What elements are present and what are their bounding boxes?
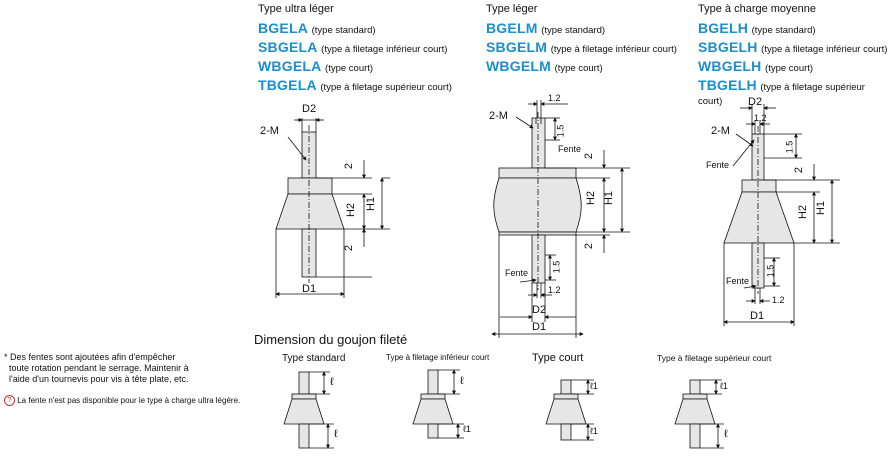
top-stud <box>531 117 546 169</box>
note-no-slot: ? La fente n'est pas disponible pour le … <box>4 395 240 407</box>
rubber-body <box>493 177 582 233</box>
bottom-stud <box>531 234 546 284</box>
label-2: 2 <box>583 152 596 160</box>
label-1-2: 1.2 <box>772 295 785 305</box>
label-2: 2 <box>793 166 806 174</box>
code-entry: SBGELA (type à filetage inférieur court) <box>258 39 448 55</box>
rubber-body <box>275 193 345 230</box>
code-entry: TBGELH (type à filetage supérieur <box>698 77 865 93</box>
code-entry: TBGELA (type à filetage supérieur court) <box>258 77 452 93</box>
note-slots: * Des fentes sont ajoutées afin d'empêch… <box>4 352 189 384</box>
label-1-2: 1.2 <box>754 113 767 123</box>
label-d2: D2 <box>748 96 763 108</box>
label-d2: D2 <box>302 103 317 115</box>
stud-type-standard: Type standard <box>282 353 346 364</box>
code-entry: WBGELH (type court) <box>698 58 814 74</box>
info-icon: ? <box>4 395 15 407</box>
label-l: ℓ <box>724 428 728 440</box>
stud-short-bottom <box>412 369 464 439</box>
label-1-5: 1.5 <box>765 264 776 278</box>
label-d1: D1 <box>750 310 765 322</box>
label-2m: 2-M <box>260 125 279 137</box>
label-h1: H1 <box>815 200 828 216</box>
label-1-5: 1.5 <box>551 260 562 274</box>
stud-short-top <box>674 379 724 449</box>
label-1-5: 1.5 <box>555 124 566 138</box>
label-l1: ℓ1 <box>590 381 598 391</box>
top-washer <box>287 177 333 195</box>
label-1-5: 1.5 <box>784 140 795 154</box>
label-fente: Fente <box>726 276 750 286</box>
drawing-ultra-light <box>275 118 390 298</box>
code-entry: SBGELH (type à filetage inférieur court) <box>698 39 888 55</box>
label-l1: ℓ1 <box>720 381 728 391</box>
label-d1: D1 <box>302 283 317 295</box>
code-entry-continuation: court) <box>698 96 723 107</box>
label-2: 2 <box>343 244 356 252</box>
label-h2: H2 <box>585 190 598 206</box>
label-2m: 2-M <box>489 110 508 122</box>
stud-short <box>545 379 594 441</box>
drawing-medium <box>723 104 840 326</box>
label-h2: H2 <box>797 204 810 220</box>
label-h1: H1 <box>603 190 616 206</box>
code-entry: BGELM (type standard) <box>486 20 606 36</box>
label-1-2: 1.2 <box>548 285 561 295</box>
stud-section-title: Dimension du goujon fileté <box>254 332 408 347</box>
label-l1: ℓ1 <box>590 426 598 436</box>
label-fente: Fente <box>706 160 730 170</box>
code-entry: BGELA (type standard) <box>258 20 376 36</box>
label-h2: H2 <box>345 202 358 218</box>
stud-type-short-top: Type à filetage supérieur court <box>657 353 772 363</box>
label-d1: D1 <box>532 321 547 333</box>
label-l: ℓ <box>460 375 464 387</box>
label-2m: 2-M <box>711 125 730 137</box>
code-list-medium: BGELH (type standard) SBGELH (type à fil… <box>698 20 887 107</box>
top-washer <box>498 167 577 179</box>
code-entry: BGELH (type standard) <box>698 20 816 36</box>
code-entry: SBGELM (type à filetage inférieur court) <box>486 39 677 55</box>
code-list-ultra-light: BGELA (type standard) SBGELA (type à fil… <box>258 20 452 96</box>
drawing-light <box>491 100 630 338</box>
label-d2: D2 <box>532 304 547 316</box>
top-washer <box>741 179 777 193</box>
stud-standard <box>283 371 334 449</box>
stud-type-short: Type court <box>532 352 584 364</box>
label-1-2: 1.2 <box>548 93 561 103</box>
column-title-ultra-light: Type ultra léger <box>258 3 334 15</box>
rubber-body <box>723 191 795 244</box>
code-list-light: BGELM (type standard) SBGELM (type à fil… <box>486 20 677 77</box>
label-l: ℓ <box>334 428 338 440</box>
code-entry: WBGELM (type court) <box>486 58 603 74</box>
label-2: 2 <box>343 162 356 170</box>
label-h1: H1 <box>365 196 378 212</box>
label-fente: Fente <box>558 144 582 154</box>
label-l: ℓ <box>330 376 334 388</box>
label-l1: ℓ1 <box>463 424 471 434</box>
label-fente: Fente <box>505 268 529 278</box>
column-title-medium: Type à charge moyenne <box>698 3 817 15</box>
label-2: 2 <box>583 242 596 250</box>
code-entry: WBGELA (type court) <box>258 58 374 74</box>
stud-type-short-bottom: Type à filetage inférieur court <box>386 353 490 362</box>
column-title-light: Type léger <box>486 3 538 15</box>
